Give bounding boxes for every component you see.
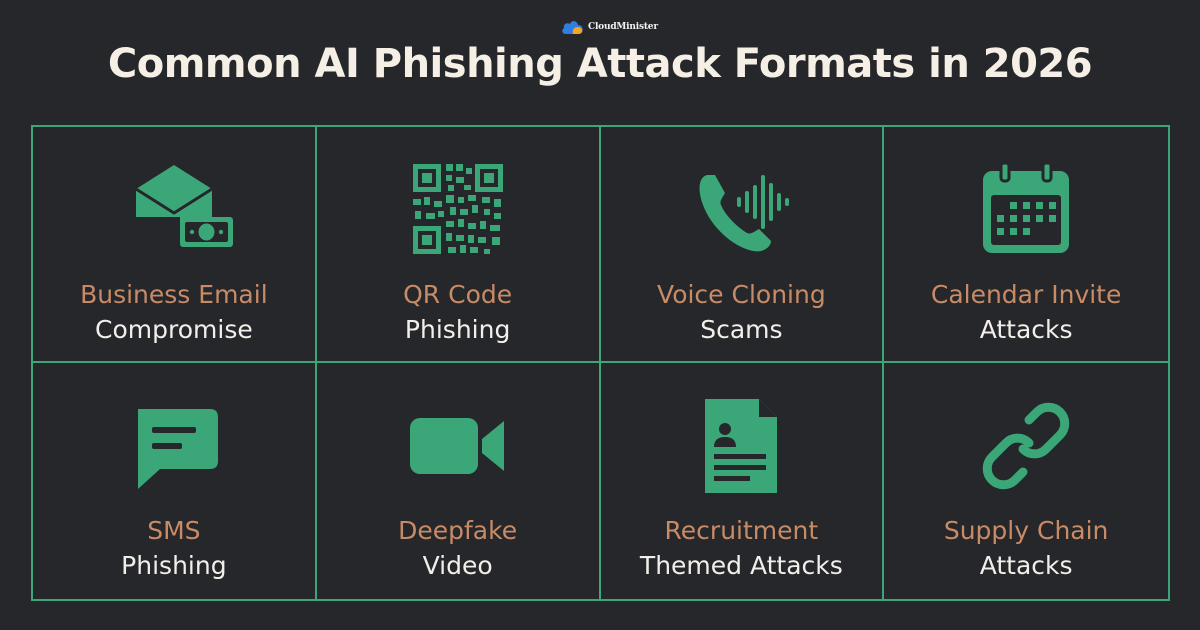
qr-code-icon xyxy=(412,164,503,254)
card-title-line2: Attacks xyxy=(979,551,1073,580)
card-label: Business Email Compromise xyxy=(33,277,315,347)
card-qr-code-phishing: QR Code Phishing xyxy=(316,127,601,363)
card-title-line1: SMS xyxy=(147,516,201,545)
chain-link-icon xyxy=(982,402,1070,490)
card-sms-phishing: SMS Phishing xyxy=(33,363,317,599)
phone-voice-wave-icon xyxy=(699,175,790,252)
card-title-line1: Recruitment xyxy=(664,516,819,545)
email-money-icon xyxy=(135,165,233,247)
card-deepfake-video: Deepfake Video xyxy=(317,363,601,599)
card-title-line2: Phishing xyxy=(121,551,227,580)
card-label: Deepfake Video xyxy=(317,513,599,583)
card-label: SMS Phishing xyxy=(33,513,315,583)
card-title-line1: QR Code xyxy=(403,280,513,309)
card-label: Calendar Invite Attacks xyxy=(884,277,1168,347)
cloud-logo-icon xyxy=(562,21,583,34)
card-label: Recruitment Themed Attacks xyxy=(601,513,883,583)
card-title-line1: Voice Cloning xyxy=(657,280,826,309)
card-voice-cloning-scams: Voice Cloning Scams xyxy=(600,127,885,363)
card-title-line2: Themed Attacks xyxy=(639,551,843,580)
card-title-line1: Deepfake xyxy=(398,516,518,545)
card-title-line2: Phishing xyxy=(404,315,511,344)
brand-logo: CloudMinister xyxy=(561,17,658,37)
card-title-line1: Business Email xyxy=(80,280,268,309)
video-camera-icon xyxy=(409,418,504,474)
card-title-line1: Calendar Invite xyxy=(930,280,1122,309)
card-supply-chain-attacks: Supply Chain Attacks xyxy=(884,363,1168,599)
card-label: QR Code Phishing xyxy=(317,277,599,347)
card-title-line2: Attacks xyxy=(979,315,1073,344)
card-title-line2: Compromise xyxy=(95,315,253,344)
resume-document-icon xyxy=(705,399,778,493)
brand-name: CloudMinister xyxy=(588,22,658,32)
card-business-email-compromise: Business Email Compromise xyxy=(33,127,317,363)
calendar-icon xyxy=(983,161,1070,253)
attack-formats-grid: Business Email Compromise xyxy=(31,125,1170,601)
card-calendar-invite-attacks: Calendar Invite Attacks xyxy=(884,127,1168,363)
card-title-line1: Supply Chain xyxy=(943,516,1109,545)
card-label: Voice Cloning Scams xyxy=(601,277,883,347)
card-label: Supply Chain Attacks xyxy=(884,513,1168,583)
card-recruitment-themed-attacks: Recruitment Themed Attacks xyxy=(601,363,885,599)
card-title-line2: Video xyxy=(422,551,493,580)
chat-message-icon xyxy=(137,409,218,489)
page-title: Common AI Phishing Attack Formats in 202… xyxy=(107,41,1093,87)
card-title-line2: Scams xyxy=(700,315,783,344)
